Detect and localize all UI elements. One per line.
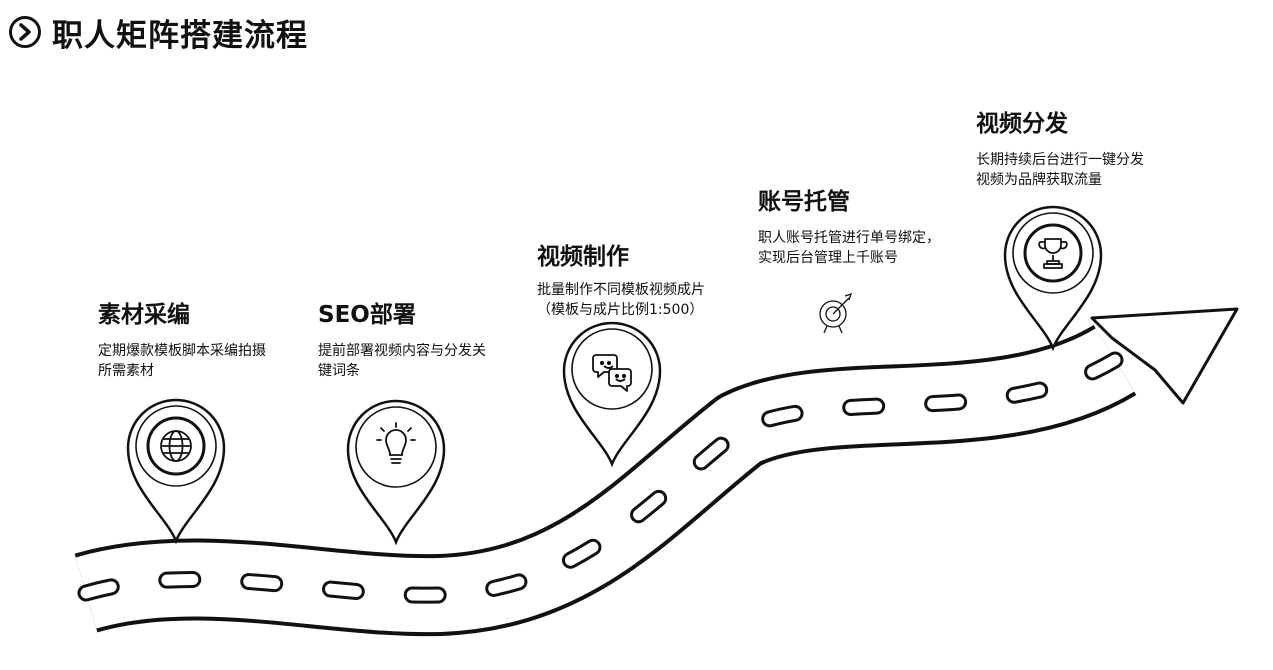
page-header: 职人矩阵搭建流程 [8, 10, 308, 54]
pin-marker-2 [346, 399, 446, 546]
step-desc-line: 职人账号托管进行单号绑定， [758, 230, 940, 246]
step-4: 账号托管 职人账号托管进行单号绑定， 实现后台管理上千账号 [758, 182, 940, 268]
step-desc-line: 键词条 [318, 363, 360, 379]
step-desc-line: 定期爆款模板脚本采编拍摄 [98, 343, 266, 359]
target-icon [819, 292, 853, 334]
arrow-head [1090, 307, 1239, 405]
pin-marker-3 [562, 321, 662, 468]
step-title: 视频制作 [537, 244, 629, 270]
step-description: 职人账号托管进行单号绑定， 实现后台管理上千账号 [758, 228, 940, 268]
globe-icon [160, 430, 192, 462]
chat-bubbles-icon [592, 354, 632, 392]
step-desc-line: 所需素材 [98, 363, 154, 379]
step-desc-line: （模板与成片比例1:500） [537, 302, 704, 318]
step-2: SEO部署 提前部署视频内容与分发关 键词条 [318, 295, 486, 381]
step-desc-line: 视频为品牌获取流量 [976, 172, 1102, 188]
step-desc-line: 批量制作不同模板视频成片 [537, 282, 705, 298]
step-title: SEO部署 [318, 302, 416, 328]
step-1: 素材采编 定期爆款模板脚本采编拍摄 所需素材 [98, 295, 266, 381]
road [74, 324, 1137, 637]
pin-marker-5 [1003, 205, 1103, 352]
step-description: 定期爆款模板脚本采编拍摄 所需素材 [98, 341, 266, 381]
trophy-icon [1038, 238, 1068, 269]
step-title: 素材采编 [98, 302, 190, 328]
step-5: 视频分发 长期持续后台进行一键分发 视频为品牌获取流量 [976, 104, 1144, 190]
step-title: 视频分发 [976, 111, 1068, 137]
step-description: 长期持续后台进行一键分发 视频为品牌获取流量 [976, 150, 1144, 190]
page-title: 职人矩阵搭建流程 [52, 17, 308, 54]
step-description: 提前部署视频内容与分发关 键词条 [318, 341, 486, 381]
pin-marker-1 [126, 398, 226, 545]
arrow-circle-icon [9, 16, 41, 48]
step-3: 视频制作 批量制作不同模板视频成片 （模板与成片比例1:500） [537, 237, 705, 320]
lightbulb-icon [376, 422, 416, 464]
step-description: 批量制作不同模板视频成片 （模板与成片比例1:500） [537, 280, 705, 320]
step-desc-line: 提前部署视频内容与分发关 [318, 343, 486, 359]
step-desc-line: 长期持续后台进行一键分发 [976, 152, 1144, 168]
step-title: 账号托管 [758, 189, 850, 215]
step-desc-line: 实现后台管理上千账号 [758, 250, 898, 266]
